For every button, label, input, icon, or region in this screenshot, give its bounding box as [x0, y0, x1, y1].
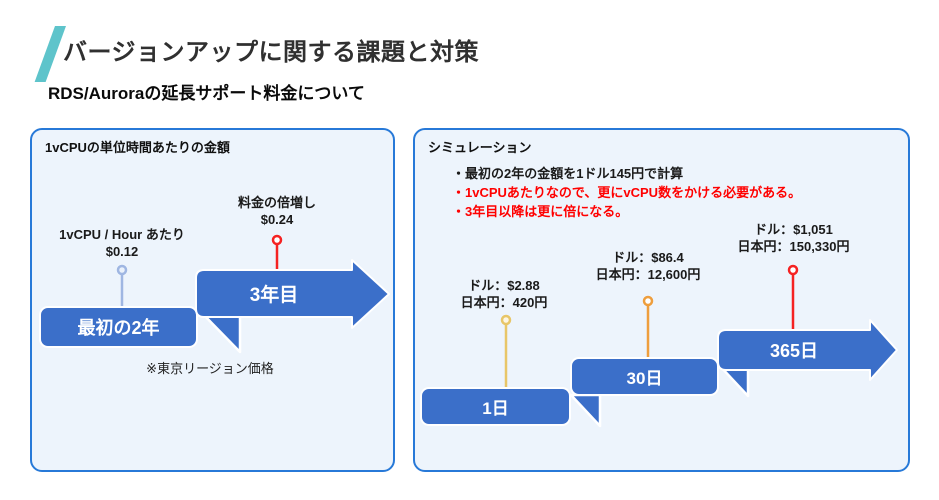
pin-head-1day: [500, 314, 512, 326]
step-1day-shape: [420, 387, 571, 426]
callout-doubled-price-line1: 料金の倍増し: [237, 195, 316, 210]
callout-unit-price: 1vCPU / Hour あたり $0.12: [42, 226, 202, 260]
step-3rd-year-arrow: [195, 259, 390, 329]
simulation-step-diagram: [420, 264, 898, 428]
step-30days-shape: [570, 357, 719, 396]
callout-unit-price-line1: 1vCPU / Hour あたり: [59, 227, 185, 242]
simulation-notes: ・最初の2年の金額を1ドル145円で計算 ・1vCPUあたりなので、更にvCPU…: [452, 164, 801, 221]
callout-1day-cost: ドル：$2.88 日本円：420円: [424, 277, 584, 311]
pin-head-012: [116, 264, 128, 276]
right-panel-title: シミュレーション: [428, 140, 532, 155]
callout-1day-usd: ドル：$2.88: [468, 278, 540, 293]
pin-head-30days: [642, 295, 654, 307]
left-panel-title: 1vCPUの単位時間あたりの金額: [45, 140, 230, 155]
title-accent-slash: [34, 26, 66, 82]
callout-30days-cost: ドル：$86.4 日本円：12,600円: [568, 249, 728, 283]
note-exchange-rate: ・最初の2年の金額を1ドル145円で計算: [452, 166, 684, 181]
step-365days-label: 365日: [769, 341, 819, 361]
step-365days-arrow: [717, 319, 898, 381]
step-3rd-year-label: 3年目: [249, 285, 299, 306]
callout-30days-jpy: 日本円：12,600円: [595, 267, 701, 282]
callout-doubled-price: 料金の倍増し $0.24: [197, 194, 357, 228]
callout-unit-price-value: $0.12: [105, 244, 139, 259]
step-first-2years-label: 最初の2年: [77, 318, 160, 338]
step-1day-label: 1日: [482, 399, 509, 418]
unit-price-step-diagram: [39, 234, 390, 354]
panel-simulation: [413, 128, 910, 472]
note-doubles-after-year3: ・3年目以降は更に倍になる。: [452, 204, 629, 219]
step-30days-label: 30日: [626, 369, 663, 388]
callout-doubled-price-value: $0.24: [260, 212, 294, 227]
callout-365days-usd: ドル：$1,051: [754, 222, 833, 237]
callout-1day-jpy: 日本円：420円: [460, 295, 548, 310]
step-first-2years-shape: [39, 306, 198, 348]
page-subtitle: RDS/Auroraの延長サポート料金について: [48, 84, 365, 103]
tokyo-region-footnote: ※東京リージョン価格: [146, 361, 274, 376]
panel-unit-price: [30, 128, 395, 472]
pin-head-024: [271, 234, 283, 246]
step-fold: [569, 393, 602, 428]
callout-365days-jpy: 日本円：150,330円: [737, 239, 850, 254]
pin-head-365days: [787, 264, 799, 276]
callout-30days-usd: ドル：$86.4: [612, 250, 684, 265]
callout-365days-cost: ドル：$1,051 日本円：150,330円: [711, 221, 876, 255]
note-vcpu-multiplier: ・1vCPUあたりなので、更にvCPU数をかける必要がある。: [452, 185, 802, 200]
page-title: バージョンアップに関する課題と対策: [63, 39, 480, 66]
